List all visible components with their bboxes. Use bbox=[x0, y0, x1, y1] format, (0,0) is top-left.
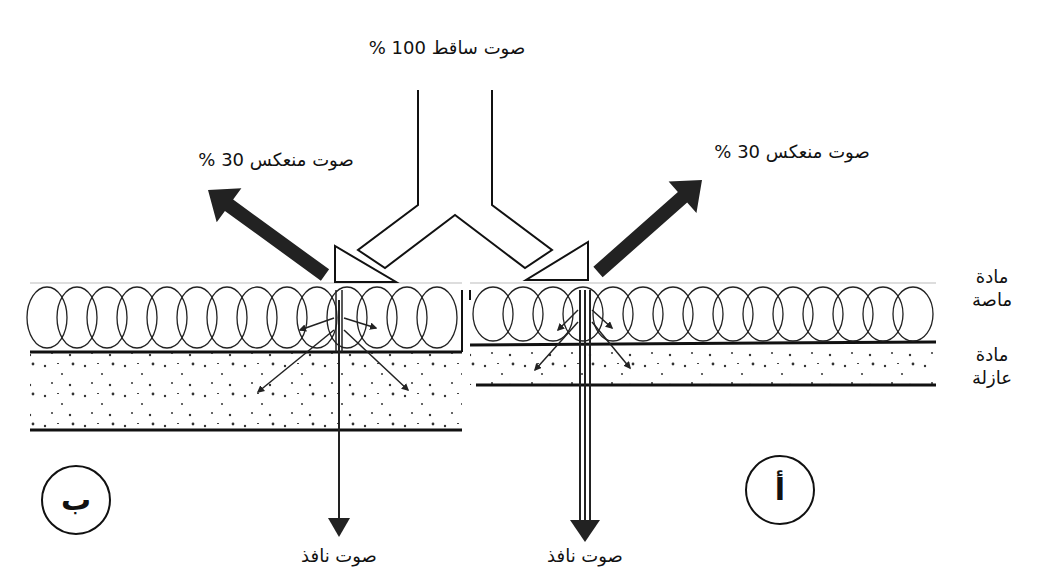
absorbent-loop bbox=[713, 287, 753, 341]
absorbent-loop bbox=[417, 287, 457, 348]
absorbent-loop bbox=[833, 287, 873, 341]
absorbent-loop bbox=[327, 287, 367, 348]
absorbent-loop bbox=[237, 287, 277, 348]
absorbent-loop bbox=[57, 287, 97, 348]
reflected-arrows bbox=[208, 180, 702, 281]
sound-label: صوت ساقط 100 % bbox=[369, 37, 525, 60]
panel-letter: ب bbox=[61, 485, 91, 515]
absorbent-loop bbox=[683, 287, 723, 341]
transmitted-right bbox=[535, 290, 630, 542]
absorbent-loop bbox=[387, 287, 427, 348]
absorbent-loop bbox=[117, 287, 157, 348]
absorbent-loop bbox=[87, 287, 127, 348]
sound-label: صوت منعكس 30 % bbox=[714, 141, 869, 164]
panel-letter: أ bbox=[775, 475, 785, 505]
absorbent-loop bbox=[803, 287, 843, 341]
panel-letter-circle: أ bbox=[745, 455, 815, 525]
reflected-arrow bbox=[208, 188, 329, 280]
panel-letter-circle: ب bbox=[41, 465, 111, 535]
incident-sound-arrow bbox=[358, 90, 552, 268]
sound-label: صوت منعكس 30 % bbox=[198, 149, 353, 172]
absorbent-loop bbox=[27, 287, 67, 348]
absorbent-loop bbox=[177, 287, 217, 348]
reflected-arrow bbox=[593, 180, 702, 277]
insulation-fill bbox=[30, 353, 462, 430]
absorbent-loops bbox=[27, 287, 933, 348]
sound-label: صوت نافذ bbox=[301, 545, 377, 568]
absorbent-loop bbox=[893, 287, 933, 341]
absorbent-loop bbox=[593, 287, 633, 341]
material-layers bbox=[30, 283, 936, 430]
absorbent-loop bbox=[863, 287, 903, 341]
absorbent-loop bbox=[357, 287, 397, 348]
sound-label: مادة عازلة bbox=[961, 344, 1023, 389]
absorbent-loop bbox=[207, 287, 247, 348]
sound-label: مادة ماصة bbox=[961, 266, 1023, 311]
transmitted-left bbox=[258, 290, 408, 537]
absorbent-loop bbox=[147, 287, 187, 348]
sound-label: صوت نافذ bbox=[547, 545, 623, 568]
incident-triangle bbox=[335, 246, 396, 282]
absorbent-loop bbox=[623, 287, 663, 341]
incident-triangle bbox=[526, 242, 588, 280]
absorbent-loop bbox=[533, 287, 573, 341]
absorbent-loop bbox=[743, 287, 783, 341]
absorbent-loop bbox=[267, 287, 307, 348]
absorbent-loop bbox=[503, 287, 543, 341]
absorbent-loop bbox=[473, 287, 513, 341]
absorbent-loop bbox=[297, 287, 337, 348]
absorbent-loop bbox=[653, 287, 693, 341]
absorbent-loop bbox=[773, 287, 813, 341]
